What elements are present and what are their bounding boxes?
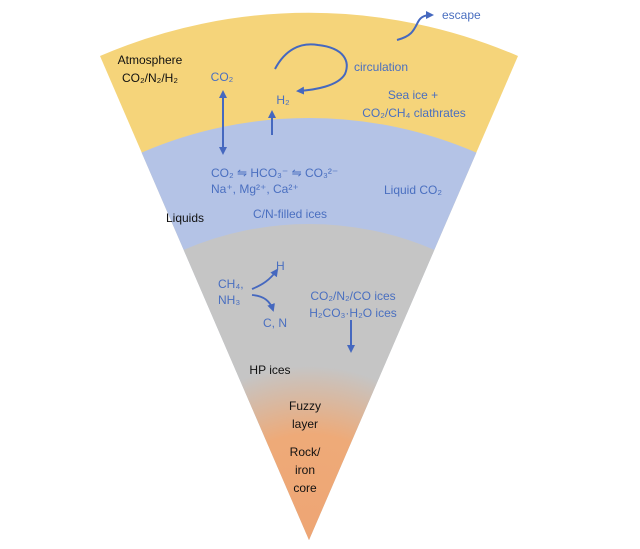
core-label: core <box>293 481 317 495</box>
hp-ice-and-core-layer <box>183 223 435 540</box>
fuzzy-label: Fuzzy <box>289 399 321 413</box>
h-arrow <box>251 268 279 290</box>
escape-arrow <box>396 11 434 41</box>
carbonate-equilibrium: CO₂ ⇋ HCO₃⁻ ⇋ CO₃²⁻ <box>211 166 338 180</box>
clathrates-label: CO₂/CH₄ clathrates <box>362 106 466 120</box>
volatile-ices-label: CO₂/N₂/CO ices <box>310 289 395 303</box>
cations-label: Na⁺, Mg²⁺, Ca²⁺ <box>211 182 299 196</box>
hp-ices-label: HP ices <box>249 363 290 377</box>
co2-label: CO₂ <box>211 70 234 84</box>
sea-ice-label: Sea ice + <box>388 88 438 102</box>
liquids-label: Liquids <box>166 211 204 225</box>
liquid-co2-label: Liquid CO₂ <box>384 183 442 197</box>
layer-label: layer <box>292 417 318 431</box>
cn-arrow <box>251 294 275 312</box>
filled-ices-label: C/N-filled ices <box>253 207 327 221</box>
circulation-label: circulation <box>354 60 408 74</box>
iron-label: iron <box>295 463 315 477</box>
h-label: H <box>276 259 285 273</box>
escape-label: escape <box>442 8 481 22</box>
ch4-label: CH₄, <box>218 277 244 291</box>
atmosphere-label: Atmosphere <box>118 53 183 67</box>
carbonic-ices-label: H₂CO₃·H₂O ices <box>309 306 397 320</box>
nh3-label: NH₃ <box>218 293 240 307</box>
circulation-arrow <box>274 43 348 95</box>
h2-label: H₂ <box>276 93 290 107</box>
cn-label: C, N <box>263 316 287 330</box>
atmosphere-composition: CO₂/N₂/H₂ <box>122 71 178 85</box>
rock-label: Rock/ <box>290 445 321 459</box>
